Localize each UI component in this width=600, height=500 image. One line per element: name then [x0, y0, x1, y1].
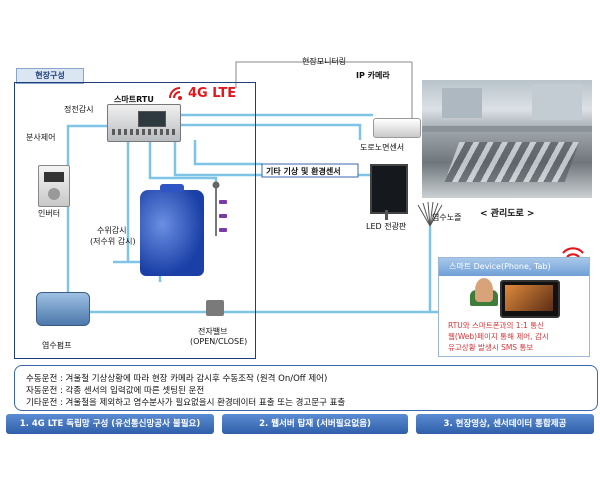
site-monitoring-label: 현장모니터링: [302, 57, 347, 66]
road-photo: [422, 80, 592, 198]
spray-control-label: 분사제어: [26, 133, 56, 142]
road-sensor-label: 도로노면센서: [360, 143, 405, 152]
wire-rtu-road-sensor: [179, 123, 362, 140]
led-pole: [385, 210, 388, 220]
smart-rtu-label: 스마트RTU: [114, 95, 154, 104]
pump-icon: [36, 292, 90, 326]
user-head-icon: [475, 278, 493, 302]
site-config-title: 현장구성: [16, 68, 84, 84]
operation-mode-line: 기타운전 : 겨울철을 제외하고 염수분사가 필요없을시 환경데이터 표출 또는…: [26, 398, 346, 408]
tablet-icon: [500, 280, 560, 318]
operation-mode-line: 자동운전 : 각종 센서의 입력값에 따른 셋팅된 운전: [26, 386, 205, 396]
water-tank-icon: [140, 184, 204, 276]
level-probe-icon: [215, 188, 217, 236]
valve-icon: [206, 300, 224, 316]
inverter-icon: [38, 165, 70, 207]
wire-rtu-weather: [193, 140, 262, 166]
valve-sub-label: (OPEN/CLOSE): [190, 337, 248, 346]
valve-label: 전자밸브: [198, 327, 228, 336]
weather-sensor-label: 기타 기상 및 환경센서: [266, 167, 341, 176]
wire-rtu-inverter: [66, 124, 107, 165]
managed-road-label: < 관리도로 >: [480, 209, 535, 219]
water-level-label: 수위감시: [97, 226, 127, 235]
smart-device-bullet: 유고상황 발생시 SMS 통보: [448, 343, 534, 352]
brine-nozzle-label: 염수노즐: [432, 213, 462, 222]
ip-camera-label: IP 카메라: [356, 71, 390, 80]
pump-label: 염수펌프: [42, 341, 72, 350]
brine-nozzle-icon: [417, 201, 443, 227]
float-switch-icon: [219, 200, 227, 232]
led-board-icon: [370, 164, 408, 214]
wire-site-monitoring: [235, 61, 412, 88]
water-level-sub-label: (저수위 감시): [90, 237, 136, 246]
smart-device-bullet: RTU와 스마트폰과의 1:1 통신: [448, 321, 545, 330]
site-config-box: [14, 82, 256, 359]
feature-pill-1: 1. 4G LTE 독립망 구성 (유선통신망공사 불필요): [6, 414, 214, 434]
feature-pill-3: 3. 현장영상, 센서데이터 통합제공: [416, 414, 594, 434]
feature-pill-2: 2. 웹서버 탑재 (서버필요없음): [222, 414, 408, 434]
operation-mode-line: 수동운전 : 겨울철 기상상황에 따라 현장 카메라 감시후 수동조작 (원격 …: [26, 374, 328, 384]
smart-rtu-device-icon: [107, 104, 181, 142]
lte-label: 4G LTE: [188, 86, 237, 101]
ip-camera-icon: [373, 118, 421, 138]
smart-device-title: 스마트 Device(Phone, Tab): [449, 262, 551, 271]
led-board-label: LED 전광판: [366, 222, 407, 231]
lte-signal-icon: [169, 87, 182, 100]
probe-head-icon: [212, 181, 220, 189]
power-monitor-label: 정전감시: [64, 105, 94, 114]
operation-modes-box: [14, 365, 598, 411]
weather-box-frame: [261, 163, 359, 178]
inverter-label: 인버터: [38, 209, 61, 218]
smart-device-bullet: 웹(Web)페이지 통해 제어, 감시: [448, 332, 549, 341]
